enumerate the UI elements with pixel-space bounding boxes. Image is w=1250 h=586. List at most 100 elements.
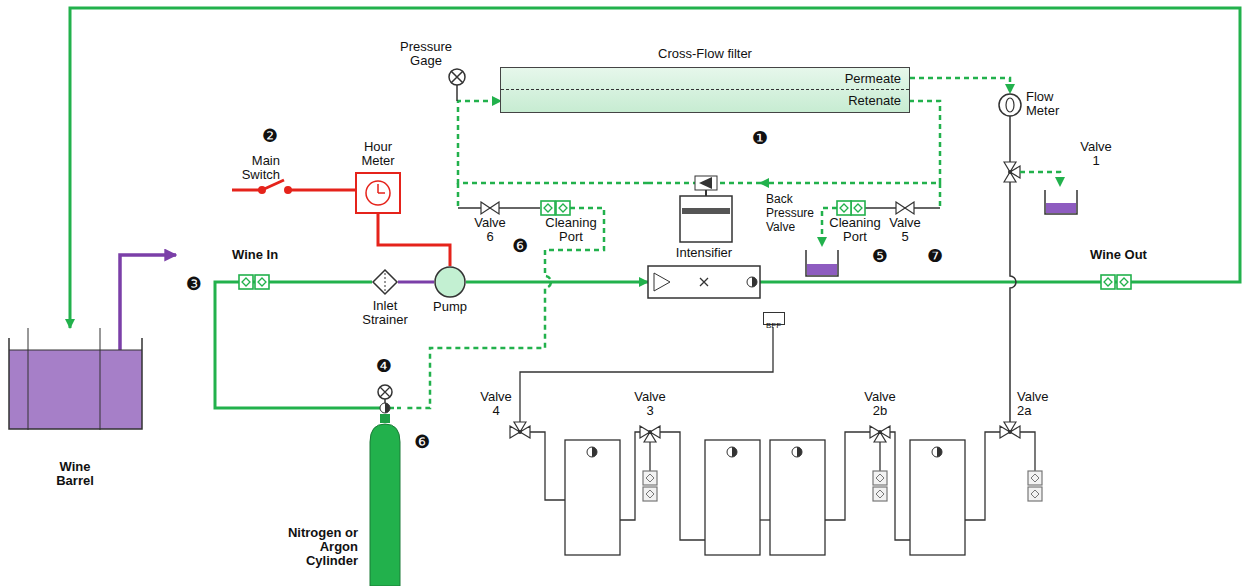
callout-number: ❺ bbox=[872, 246, 888, 266]
gas-cylinder: Nitrogen or Argon Cylinder bbox=[366, 380, 404, 586]
piping-art bbox=[556, 201, 570, 215]
port-label: Wine In bbox=[232, 248, 278, 262]
callout-number: ❶ bbox=[752, 128, 768, 148]
wine-barrel-shape bbox=[9, 338, 142, 429]
piping-art bbox=[530, 432, 565, 500]
piping-art bbox=[649, 442, 650, 471]
valves-and-taps bbox=[510, 422, 1042, 501]
piping-art bbox=[910, 78, 1010, 93]
piping-art bbox=[456, 85, 458, 101]
valve-5-line bbox=[806, 183, 940, 276]
pipe-connector bbox=[378, 214, 450, 266]
valve-label: Valve 1 bbox=[1078, 140, 1114, 168]
piping-art bbox=[1020, 432, 1035, 471]
piping-art bbox=[587, 447, 597, 457]
piping-art bbox=[705, 440, 760, 555]
valve-label: Valve 2a bbox=[1017, 390, 1053, 418]
inlet-strainer: Inlet Strainer bbox=[372, 269, 398, 295]
intensifier-shape bbox=[747, 277, 757, 287]
part-label: Back Pressure Valve bbox=[766, 192, 816, 234]
piping-art bbox=[879, 442, 880, 471]
pipe-connector bbox=[215, 282, 372, 408]
port-label: Cleaning Port bbox=[544, 216, 598, 244]
piping-art bbox=[1009, 116, 1011, 163]
intensifier-shape bbox=[700, 278, 708, 286]
piping-art bbox=[910, 440, 965, 555]
wine-barrel-shape bbox=[9, 350, 142, 429]
piping-art bbox=[807, 264, 837, 275]
wine-out-connectors bbox=[1101, 275, 1131, 289]
piping-art bbox=[727, 447, 737, 457]
wine-in-connectors bbox=[239, 275, 269, 289]
piping-art bbox=[451, 71, 463, 83]
piping-art bbox=[1046, 203, 1076, 213]
intensifier-shape bbox=[648, 266, 760, 298]
port-label: Cleaning Port bbox=[828, 216, 882, 244]
wine-barrel-shape bbox=[9, 350, 142, 351]
piping-art bbox=[870, 426, 890, 442]
intensifier-shape bbox=[695, 176, 717, 190]
hour-meter-shape bbox=[378, 184, 385, 193]
piping-art bbox=[965, 432, 1000, 520]
permeate-channel: Permeate bbox=[501, 68, 909, 90]
piping-art bbox=[1000, 422, 1020, 438]
node-text: Retenate bbox=[501, 94, 901, 108]
piping-art bbox=[643, 487, 657, 501]
piping-art bbox=[1101, 275, 1115, 289]
gas-cylinder-shape bbox=[390, 407, 404, 410]
wine-barrel: Wine Barrel bbox=[8, 328, 143, 430]
port-label: Wine Out bbox=[1090, 248, 1147, 262]
callout-number: ❻ bbox=[512, 236, 528, 256]
callout-number: ❹ bbox=[376, 356, 392, 376]
part-label: Main Switch bbox=[228, 154, 280, 182]
node-text: Intensifier bbox=[648, 246, 760, 260]
valve-label: Valve 3 bbox=[632, 390, 668, 418]
node-text: Permeate bbox=[501, 72, 901, 86]
retentate-channel: Retenate bbox=[501, 90, 909, 112]
piping-art bbox=[286, 188, 291, 193]
piping-art bbox=[1028, 471, 1042, 485]
callout-number: ❼ bbox=[927, 246, 943, 266]
part-label: Back Pressure Valve bbox=[766, 192, 816, 234]
piping-art bbox=[873, 471, 887, 485]
part-label: Main Switch bbox=[228, 154, 280, 182]
node-text: Wine Barrel bbox=[45, 460, 105, 488]
valve-label: Valve 4 bbox=[478, 390, 514, 418]
pump-shape bbox=[435, 267, 465, 297]
callout-number: ❹ bbox=[376, 356, 392, 376]
pump-shape bbox=[434, 266, 466, 298]
piping-art bbox=[851, 201, 865, 215]
piping-art bbox=[481, 202, 499, 214]
piping-art bbox=[1010, 182, 1016, 423]
callout-number: ❻ bbox=[414, 432, 430, 452]
piping-art bbox=[837, 201, 851, 215]
node-text: Hour Meter bbox=[353, 140, 403, 168]
callout-number: ❷ bbox=[262, 126, 278, 146]
piping-art bbox=[770, 440, 825, 555]
callout-number: ❻ bbox=[414, 432, 430, 452]
piping-art bbox=[520, 327, 773, 423]
valve-label: Valve 5 bbox=[887, 216, 923, 244]
valve-label: Valve 4 bbox=[478, 390, 514, 418]
inlet-strainer-shape bbox=[373, 270, 397, 294]
piping-art bbox=[792, 447, 802, 457]
part-label: Flow Meter bbox=[1026, 90, 1071, 118]
hour-meter-shape bbox=[366, 181, 390, 205]
hour-meter: Hour Meter bbox=[355, 172, 401, 214]
piping-art bbox=[999, 94, 1021, 116]
piping-art bbox=[260, 188, 265, 193]
inlet-strainer-shape bbox=[385, 273, 386, 291]
hour-meter-shape bbox=[355, 172, 401, 214]
piping-art bbox=[873, 487, 887, 501]
piping-art bbox=[939, 183, 942, 208]
inlet-strainer-shape bbox=[372, 269, 398, 295]
part-label: Pressure Gage bbox=[398, 40, 454, 68]
valve-label: Valve 2b bbox=[862, 390, 898, 418]
valve-label: Valve 2a bbox=[1017, 390, 1053, 418]
valve-label: Valve 6 bbox=[472, 216, 508, 244]
piping-art bbox=[1004, 162, 1020, 182]
wine-barrel-shape bbox=[8, 328, 143, 430]
port-label: Cleaning Port bbox=[828, 216, 882, 244]
piping-art bbox=[510, 422, 530, 438]
valve-label: Valve 2b bbox=[862, 390, 898, 418]
